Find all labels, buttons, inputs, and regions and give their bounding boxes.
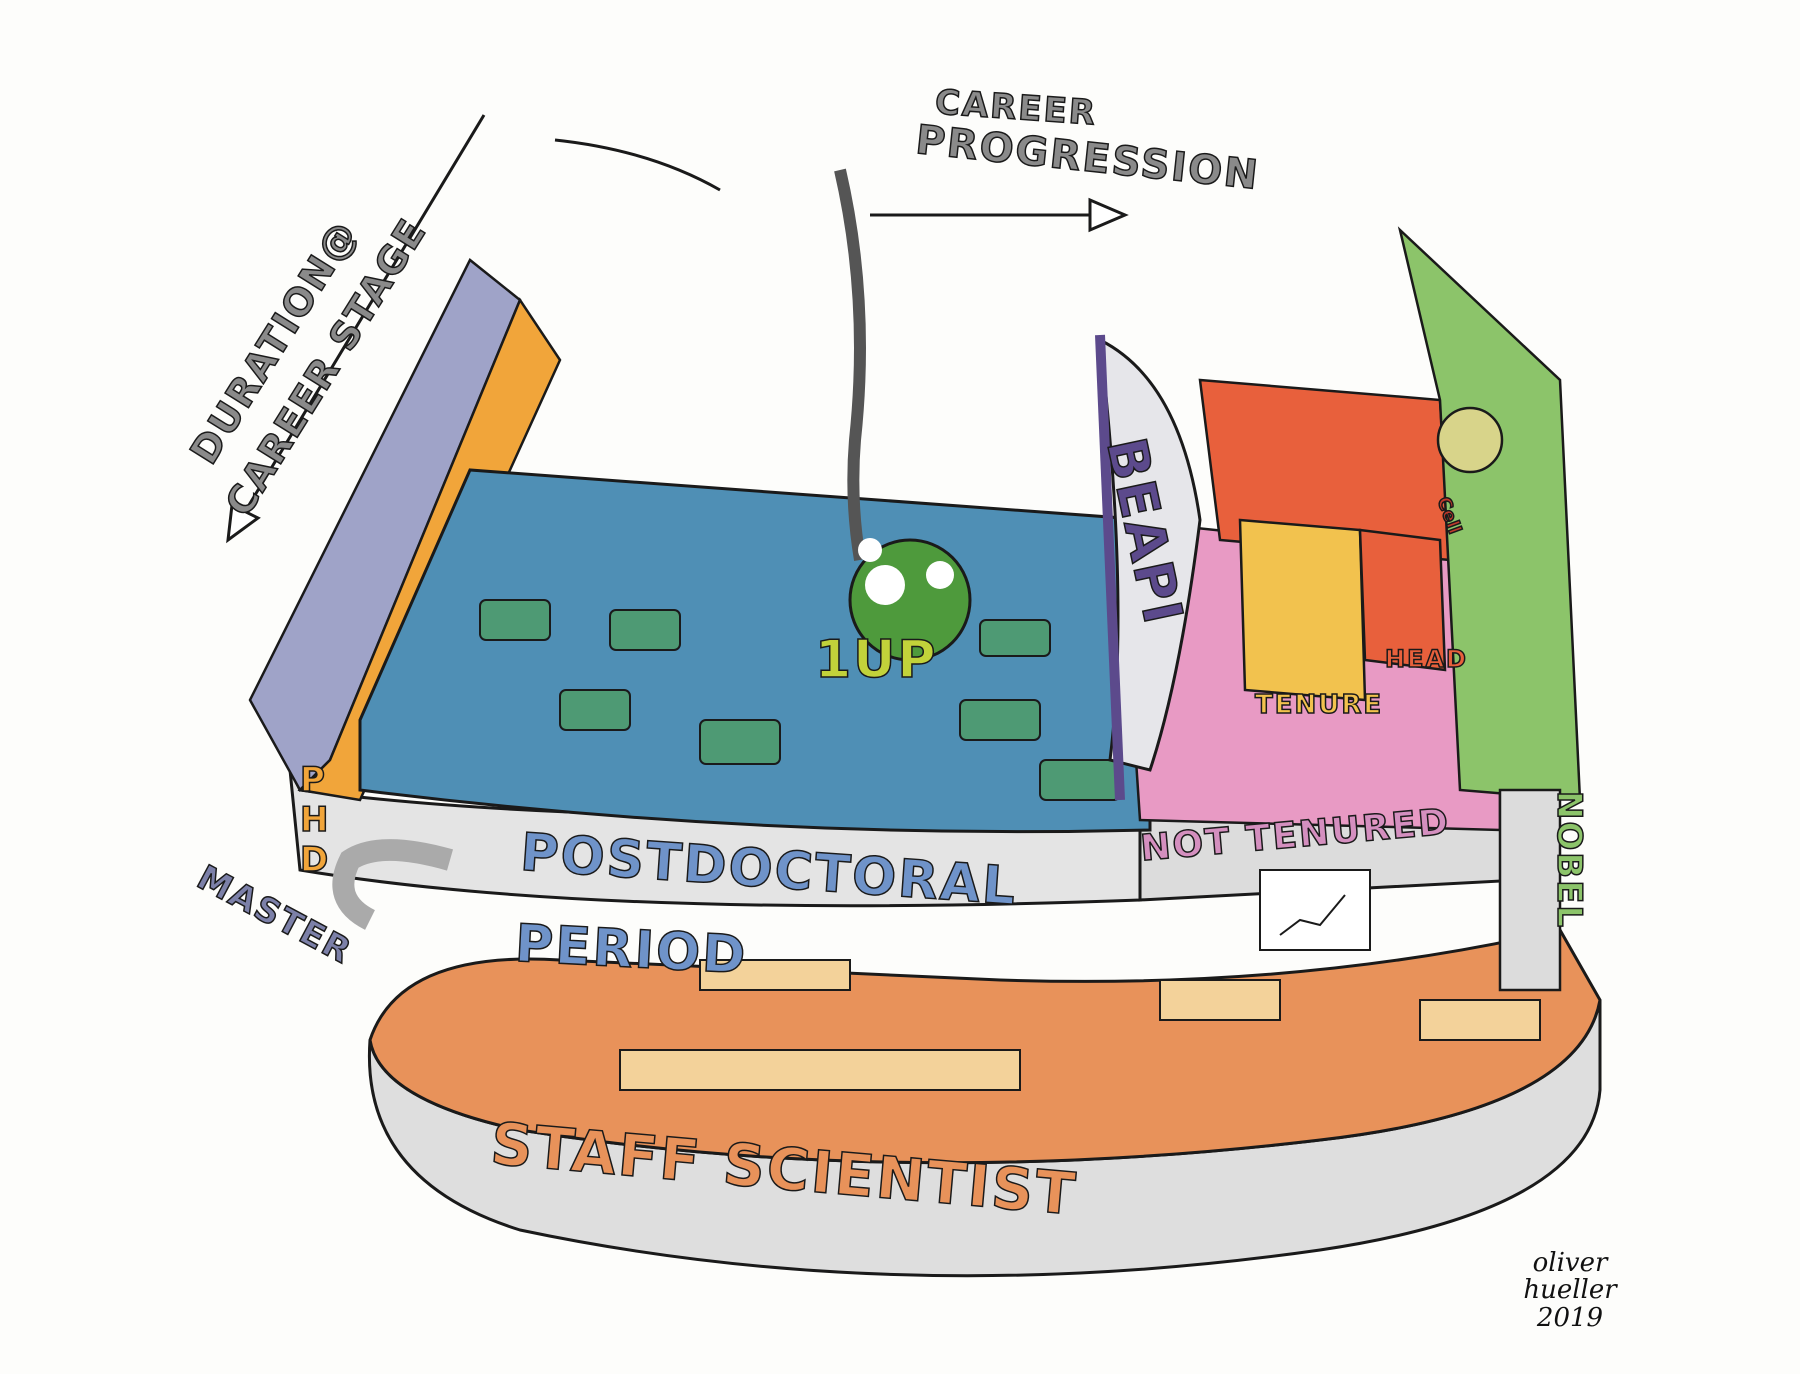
career-progression-arrow xyxy=(554,138,1129,233)
signature-first-name: oliver xyxy=(1532,1248,1608,1278)
beapi-banner xyxy=(1095,334,1202,801)
pipe xyxy=(332,839,454,930)
one-up-label: 1UP xyxy=(814,629,938,691)
staff-scientist-base xyxy=(367,928,1602,1278)
not-tenured-area xyxy=(1118,226,1582,832)
climbing-pole xyxy=(834,168,866,561)
nobel-podium xyxy=(1436,406,1562,992)
signature-last-name: hueller xyxy=(1523,1275,1617,1306)
nobel-label: NOBEL xyxy=(1548,790,1590,930)
presentation-board xyxy=(1259,869,1371,951)
phd-label: PHD xyxy=(299,759,331,881)
phd-staircase xyxy=(248,258,562,802)
tenure-label: TENURE xyxy=(1254,689,1384,721)
signature-year: 2019 xyxy=(1536,1302,1604,1333)
postdoc-label-line2: PERIOD xyxy=(513,913,750,987)
head-label: HEAD xyxy=(1384,644,1468,674)
duration-arrow xyxy=(226,114,486,544)
one-up-mushroom xyxy=(848,538,972,662)
artist-signature: oliver hueller 2019 xyxy=(1500,1248,1640,1333)
postdoc-pool xyxy=(358,468,1152,834)
staff-desks xyxy=(619,959,1541,1091)
